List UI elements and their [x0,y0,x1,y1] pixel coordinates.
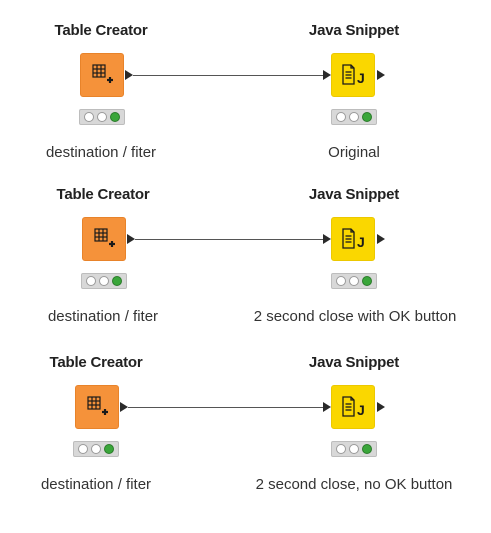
status-dot-red [77,444,88,454]
java-snippet-node[interactable]: J [331,385,375,429]
table-grid-plus-icon [94,228,115,247]
java-snippet-output-port[interactable] [377,234,385,244]
status-dot-green [110,112,121,122]
status-dot-green [362,112,373,122]
status-dot-red [83,112,94,122]
status-dot-green [112,276,123,286]
svg-text:J: J [357,234,365,250]
table-creator-output-port[interactable] [120,402,128,412]
status-dot-red [335,112,346,122]
status-dot-green [362,444,373,454]
table-creator-node[interactable] [75,385,119,429]
java-snippet-input-port[interactable] [323,70,331,80]
status-dot-green [104,444,115,454]
table-creator-status-traffic-light [81,273,127,289]
connection-line[interactable] [135,239,329,240]
java-snippet-output-port[interactable] [377,402,385,412]
java-snippet-node[interactable]: J [331,53,375,97]
java-snippet-input-port[interactable] [323,402,331,412]
java-snippet-output-port[interactable] [377,70,385,80]
java-snippet-node[interactable]: J [331,217,375,261]
status-dot-red [85,276,96,286]
java-snippet-title: Java Snippet [308,354,400,371]
table-creator-node[interactable] [82,217,126,261]
table-creator-status-traffic-light [73,441,119,457]
java-snippet-title: Java Snippet [308,186,400,203]
status-dot-yellow [98,276,109,286]
status-dot-yellow [96,112,107,122]
table-creator-output-port[interactable] [125,70,133,80]
java-snippet-status-traffic-light [331,273,377,289]
java-snippet-annotation[interactable]: 2 second close, no OK button [255,476,453,493]
status-dot-yellow [90,444,101,454]
status-dot-yellow [348,112,359,122]
svg-text:J: J [357,70,365,86]
java-snippet-status-traffic-light [331,109,377,125]
table-creator-annotation[interactable]: destination / fiter [47,308,159,325]
table-creator-title: Table Creator [56,186,150,203]
table-creator-title: Table Creator [54,22,148,39]
status-dot-red [335,444,346,454]
java-document-icon: J [342,228,365,250]
table-grid-plus-icon [92,64,113,83]
connection-line[interactable] [128,407,329,408]
java-snippet-input-port[interactable] [323,234,331,244]
status-dot-green [362,276,373,286]
java-snippet-annotation[interactable]: 2 second close with OK button [253,308,457,325]
java-snippet-annotation[interactable]: Original [328,144,380,161]
status-dot-yellow [348,444,359,454]
java-document-icon: J [342,396,365,418]
svg-text:J: J [357,402,365,418]
table-creator-output-port[interactable] [127,234,135,244]
table-creator-title: Table Creator [49,354,143,371]
table-creator-annotation[interactable]: destination / fiter [40,476,152,493]
status-dot-yellow [348,276,359,286]
table-creator-node[interactable] [80,53,124,97]
table-grid-plus-icon [87,396,108,415]
connection-line[interactable] [133,75,329,76]
status-dot-red [335,276,346,286]
java-document-icon: J [342,64,365,86]
table-creator-status-traffic-light [79,109,125,125]
java-snippet-status-traffic-light [331,441,377,457]
java-snippet-title: Java Snippet [308,22,400,39]
table-creator-annotation[interactable]: destination / fiter [45,144,157,161]
